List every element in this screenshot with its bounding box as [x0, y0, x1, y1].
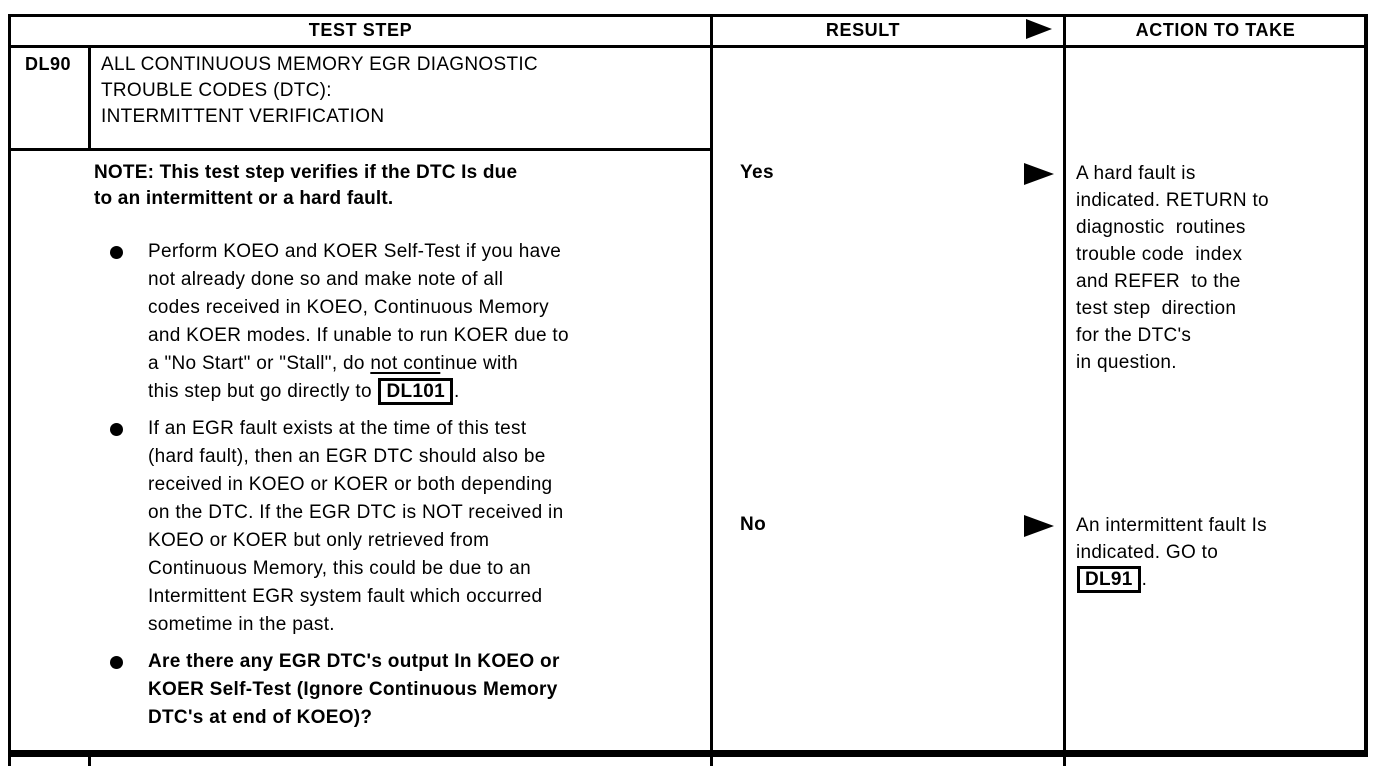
- text-run: .: [453, 381, 460, 402]
- column-divider-result: [710, 14, 713, 766]
- text-line: in question.: [1076, 352, 1177, 373]
- test-step-title: ALL CONTINUOUS MEMORY EGR DIAGNOSTIC TROU…: [101, 52, 701, 130]
- text-line: A hard fault is: [1076, 163, 1196, 184]
- text-line: NOTE: This test step verifies if the DTC…: [94, 162, 518, 183]
- result-no-label: No: [740, 514, 767, 535]
- text-line: An intermittent fault Is: [1076, 515, 1267, 536]
- column-header-test-step: TEST STEP: [308, 20, 413, 40]
- result-header-arrow-icon: [1026, 19, 1052, 39]
- bullet-text: Are there any EGR DTC's output In KOEO o…: [148, 648, 560, 732]
- text-line: Continuous Memory, this could be due to …: [148, 558, 531, 579]
- text-line: sometime in the past.: [148, 614, 335, 635]
- text-line: this step but go directly to DL101.: [148, 378, 569, 406]
- text-line: to an intermittent or a hard fault.: [94, 188, 394, 209]
- next-row-code-divider: [88, 757, 91, 766]
- column-header-action: ACTION TO TAKE: [1135, 20, 1296, 40]
- bullet-text: Perform KOEO and KOER Self-Test if you h…: [148, 238, 569, 406]
- bullet-icon: [94, 415, 148, 639]
- title-row-separator: [8, 148, 713, 151]
- column-divider-action: [1063, 14, 1066, 766]
- text-line: test step direction: [1076, 298, 1237, 319]
- text-line: for the DTC's: [1076, 325, 1192, 346]
- text-line: DTC's at end of KOEO)?: [148, 707, 373, 728]
- bullet-icon: [94, 238, 148, 406]
- text-line: indicated. GO to: [1076, 542, 1219, 563]
- table-border-top: [8, 14, 1368, 17]
- list-item: If an EGR fault exists at the time of th…: [94, 415, 708, 639]
- text-line: on the DTC. If the EGR DTC is NOT receiv…: [148, 502, 564, 523]
- text-line: indicated. RETURN to: [1076, 190, 1269, 211]
- step-bottom-rule: [8, 750, 1368, 757]
- text-line: a "No Start" or "Stall", do not continue…: [148, 350, 569, 378]
- result-yes-arrow-icon: [1024, 163, 1054, 185]
- text-line: INTERMITTENT VERIFICATION: [101, 106, 385, 127]
- text-line: diagnostic routines: [1076, 217, 1246, 238]
- code-column-divider: [88, 45, 91, 151]
- table-border-left: [8, 14, 11, 766]
- text-line: ALL CONTINUOUS MEMORY EGR DIAGNOSTIC: [101, 54, 538, 75]
- step-ref-box: DL101: [378, 378, 453, 405]
- action-yes-text: A hard fault is indicated. RETURN to diagn…: [1076, 160, 1364, 376]
- column-header-result: RESULT: [825, 20, 901, 40]
- text-line: DL91.: [1076, 566, 1364, 593]
- text-line: and REFER to the: [1076, 271, 1241, 292]
- underlined-text: not cont: [370, 353, 441, 374]
- step-ref-box: DL91: [1077, 566, 1141, 593]
- text-line: and KOER modes. If unable to run KOER du…: [148, 325, 569, 346]
- text-line: (hard fault), then an EGR DTC should als…: [148, 446, 546, 467]
- result-no-arrow-icon: [1024, 515, 1054, 537]
- text-line: Intermittent EGR system fault which occu…: [148, 586, 543, 607]
- text-line: KOER Self-Test (Ignore Continuous Memory: [148, 679, 558, 700]
- bullet-icon: [94, 648, 148, 732]
- text-line: codes received in KOEO, Continuous Memor…: [148, 297, 549, 318]
- bullet-text: If an EGR fault exists at the time of th…: [148, 415, 563, 639]
- list-item: Are there any EGR DTC's output In KOEO o…: [94, 648, 708, 732]
- text-run: .: [1141, 569, 1148, 590]
- text-run: this step but go directly to: [148, 381, 378, 402]
- test-step-code: DL90: [24, 54, 71, 74]
- action-no-text: An intermittent fault Is indicated. GO to…: [1076, 512, 1364, 593]
- text-line: not already done so and make note of all: [148, 269, 504, 290]
- text-line: TROUBLE CODES (DTC):: [101, 80, 332, 101]
- text-run: inue with: [440, 353, 519, 374]
- text-line: Are there any EGR DTC's output In KOEO o…: [148, 651, 560, 672]
- result-yes-label: Yes: [740, 162, 774, 183]
- test-step-note: NOTE: This test step verifies if the DTC…: [94, 160, 704, 212]
- table-border-right: [1364, 14, 1368, 757]
- text-line: received in KOEO or KOER or both dependi…: [148, 474, 553, 495]
- test-step-instructions: Perform KOEO and KOER Self-Test if you h…: [94, 238, 708, 732]
- list-item: Perform KOEO and KOER Self-Test if you h…: [94, 238, 708, 406]
- text-line: KOEO or KOER but only retrieved from: [148, 530, 490, 551]
- text-run: a "No Start" or "Stall", do: [148, 353, 371, 374]
- text-line: If an EGR fault exists at the time of th…: [148, 418, 527, 439]
- text-line: trouble code index: [1076, 244, 1243, 265]
- header-separator: [8, 45, 1368, 48]
- text-line: Perform KOEO and KOER Self-Test if you h…: [148, 241, 562, 262]
